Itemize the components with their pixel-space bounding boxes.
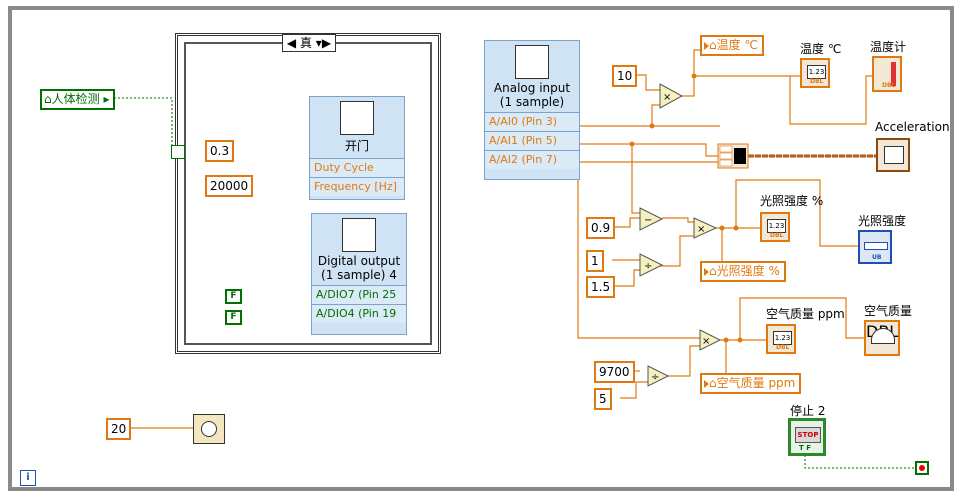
dbl-tag: DBL: [770, 232, 784, 239]
express-ain-row[interactable]: A/AI2 (Pin 7): [485, 150, 579, 169]
express-dout[interactable]: Digital output (1 sample) 4 A/DIO7 (Pin …: [311, 213, 407, 335]
dbl-tag: DBL: [882, 82, 896, 89]
express-dout-row[interactable]: A/DIO4 (Pin 19: [312, 304, 406, 323]
multiply-node-2: [693, 217, 718, 239]
bool-const-1[interactable]: F: [225, 289, 242, 304]
tf-tag: T F: [799, 444, 811, 452]
thermometer-icon: [891, 62, 896, 86]
const-1[interactable]: 1: [586, 250, 604, 272]
multiply-node-3: [699, 329, 722, 351]
indicator-light-bar[interactable]: UB: [858, 230, 892, 264]
const-10[interactable]: 10: [612, 65, 638, 87]
local-temp-label: 温度 ℃: [716, 38, 758, 52]
const-wait[interactable]: 20: [106, 418, 132, 440]
arrow-icon: [704, 379, 709, 388]
local-air-label: 空气质量 ppm: [716, 376, 796, 390]
local-light[interactable]: ⌂光照强度 %: [700, 261, 786, 282]
svg-text:÷: ÷: [651, 372, 659, 383]
const-freq[interactable]: 20000: [205, 175, 254, 197]
subtract-node: [639, 207, 664, 231]
gauge-icon: [871, 328, 895, 344]
express-pwm[interactable]: 开门 Duty Cycle Frequency [Hz]: [309, 96, 405, 200]
local-temp[interactable]: ⌂温度 ℃: [700, 35, 764, 56]
digital-output-icon: [342, 218, 376, 252]
indicator-num: 1.23: [807, 65, 826, 79]
dbl-tag: DBL: [810, 78, 824, 85]
divide-node-2: [647, 365, 670, 387]
indicator-accel-graph[interactable]: [876, 138, 910, 172]
while-loop: [8, 6, 954, 491]
multiply-node-1: [659, 83, 684, 109]
express-ain-row[interactable]: A/AI0 (Pin 3): [485, 112, 579, 131]
label-light-pct: 光照强度 %: [760, 194, 824, 208]
express-dout-title: Digital output (1 sample) 4: [317, 254, 401, 282]
label-accel: Acceleration: [875, 120, 950, 134]
arrow-icon: [704, 41, 709, 50]
slide-icon: [864, 242, 888, 250]
case-selector[interactable]: ◀ 真 ▾▶: [282, 34, 336, 52]
analog-input-icon: [515, 45, 549, 79]
const-duty[interactable]: 0.3: [205, 140, 235, 162]
local-human-detect-label: 人体检测: [51, 92, 100, 106]
local-light-label: 光照强度 %: [716, 264, 780, 278]
indicator-num: 1.23: [773, 331, 792, 345]
divide-node-1: [639, 253, 664, 277]
svg-text:−: −: [644, 215, 652, 226]
label-air-ppm: 空气质量 ppm: [766, 307, 845, 321]
label-stop: 停止 2: [790, 404, 826, 418]
const-0-9[interactable]: 0.9: [586, 217, 616, 239]
stop-button[interactable]: STOP T F: [788, 418, 826, 456]
waveform-graph-icon: [884, 146, 904, 164]
local-human-detect[interactable]: ⌂人体检测 ▸: [40, 89, 116, 110]
clock-icon: [201, 421, 217, 437]
ub-tag: UB: [872, 254, 882, 261]
label-air: 空气质量: [864, 304, 913, 318]
express-ain[interactable]: Analog input (1 sample) A/AI0 (Pin 3) A/…: [484, 40, 580, 180]
svg-text:×: ×: [663, 92, 671, 103]
indicator-air-gauge[interactable]: DBL: [864, 320, 900, 356]
local-air[interactable]: ⌂空气质量 ppm: [700, 373, 802, 394]
svg-text:×: ×: [697, 224, 705, 235]
express-pwm-row[interactable]: Frequency [Hz]: [310, 177, 404, 196]
iteration-terminal: i: [20, 470, 36, 486]
loop-condition-terminal[interactable]: [915, 461, 929, 475]
pwm-icon: [340, 101, 374, 135]
svg-text:÷: ÷: [644, 261, 652, 272]
stop-if-true-icon: [919, 465, 925, 471]
express-dout-row[interactable]: A/DIO7 (Pin 25: [312, 285, 406, 304]
express-pwm-title: 开门: [344, 139, 369, 153]
svg-text:×: ×: [702, 336, 710, 347]
label-light: 光照强度: [858, 214, 907, 228]
bool-const-2[interactable]: F: [225, 310, 242, 325]
case-selector-value: 真: [299, 36, 312, 50]
express-ain-title: Analog input (1 sample): [493, 81, 571, 109]
arrow-icon: [704, 267, 709, 276]
label-thermometer: 温度计: [870, 40, 907, 54]
express-ain-row[interactable]: A/AI1 (Pin 5): [485, 131, 579, 150]
case-selector-terminal[interactable]: [171, 145, 185, 159]
label-temp: 温度 ℃: [800, 42, 842, 56]
express-pwm-row[interactable]: Duty Cycle: [310, 158, 404, 177]
const-9700[interactable]: 9700: [594, 361, 635, 383]
indicator-num: 1.23: [767, 219, 786, 233]
const-5[interactable]: 5: [594, 388, 612, 410]
stop-face: STOP: [795, 427, 821, 443]
const-1-5[interactable]: 1.5: [586, 276, 616, 298]
dbl-tag: DBL: [776, 344, 790, 351]
wait-ms-node[interactable]: [193, 414, 225, 444]
indicator-thermometer[interactable]: DBL: [872, 56, 902, 92]
